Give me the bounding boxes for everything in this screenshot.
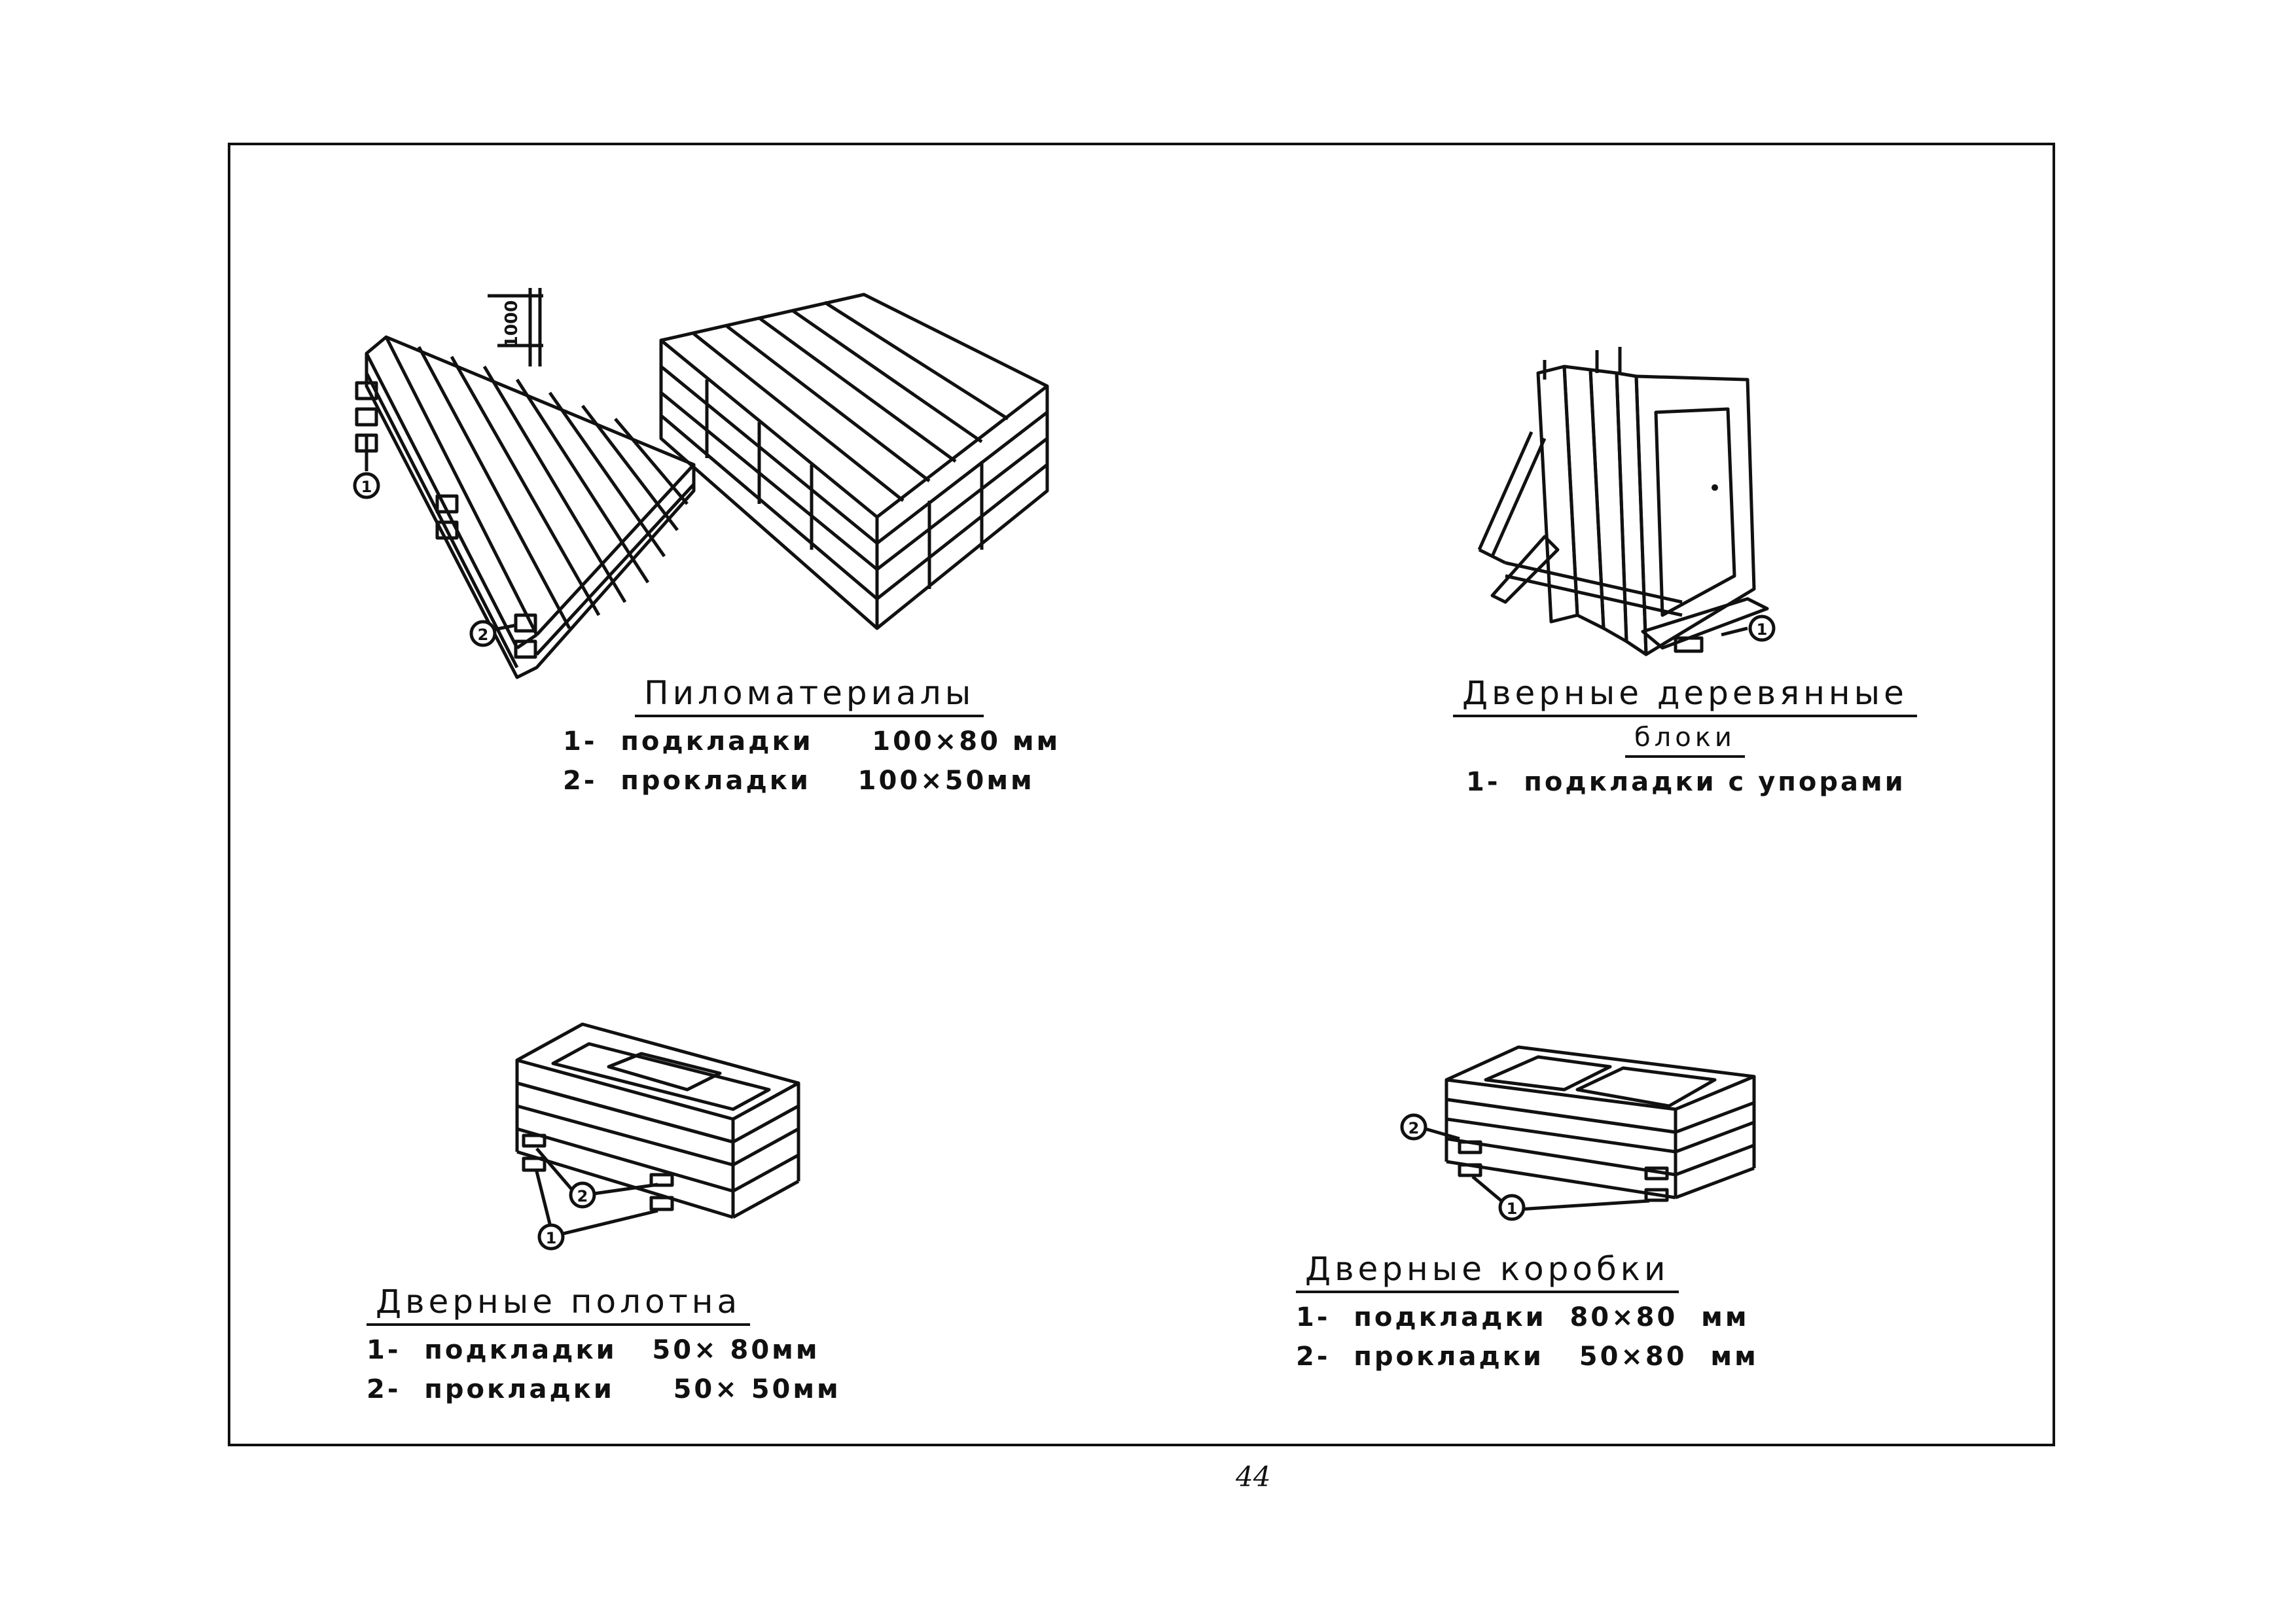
lumber-stack-right xyxy=(659,293,1049,630)
door-blocks-line-1: 1- подкладки с упорами xyxy=(1466,767,1906,797)
svg-text:1: 1 xyxy=(1757,620,1768,639)
lumber-dimension-label: 1000 xyxy=(502,300,522,348)
lumber-marker-1: 1 xyxy=(353,435,380,499)
door-frames-title: Дверные коробки xyxy=(1296,1250,1679,1293)
door-frames-caption: Дверные коробки 1- подкладки 80×80 мм 2-… xyxy=(1296,1250,1759,1372)
door-frames-line-2: 2- прокладки 50×80 мм xyxy=(1296,1342,1759,1372)
svg-text:2: 2 xyxy=(577,1187,588,1205)
door-leaves-drawing: 1 2 xyxy=(515,1022,800,1251)
lumber-stacks-drawing: 1000 1 2 xyxy=(353,288,1049,679)
door-blocks-caption: Дверные деревянные блоки 1- подкладки с … xyxy=(1453,674,1917,797)
lumber-line-2: 2- прокладки 100×50мм xyxy=(563,766,1035,796)
lumber-stack-left: 1000 xyxy=(355,288,696,679)
lumber-marker-2: 2 xyxy=(469,620,518,647)
door-leaves-line-1: 1- подкладки 50× 80мм xyxy=(367,1335,820,1365)
lumber-caption: Пиломатериалы 1- подкладки 100×80 мм 2- … xyxy=(563,674,1060,796)
door-blocks-title-line1: Дверные деревянные xyxy=(1453,674,1917,717)
door-block-panels xyxy=(1536,347,1756,656)
door-leaves-caption: Дверные полотна 1- подкладки 50× 80мм 2-… xyxy=(367,1283,841,1404)
lumber-line-1: 1- подкладки 100×80 мм xyxy=(563,726,1061,757)
door-frames-stack xyxy=(1444,1045,1756,1202)
svg-text:1: 1 xyxy=(546,1229,557,1247)
page-number: 44 xyxy=(1236,1461,1271,1493)
door-leaves-line-2: 2- прокладки 50× 50мм xyxy=(367,1374,841,1404)
svg-text:1: 1 xyxy=(361,478,372,496)
door-blocks-marker-1: 1 xyxy=(1721,615,1776,642)
door-leaves-title: Дверные полотна xyxy=(367,1283,751,1326)
door-leaves-marker-2: 2 xyxy=(535,1147,658,1209)
door-leaves-stack xyxy=(515,1022,800,1219)
door-frames-marker-1: 1 xyxy=(1471,1175,1650,1221)
door-frames-drawing: 1 2 xyxy=(1400,1045,1756,1221)
svg-text:1: 1 xyxy=(1507,1200,1518,1218)
svg-text:2: 2 xyxy=(1408,1119,1420,1137)
door-frames-line-1: 1- подкладки 80×80 мм xyxy=(1296,1302,1749,1332)
lumber-title: Пиломатериалы xyxy=(635,674,984,717)
door-blocks-title-line2: блоки xyxy=(1624,722,1745,758)
door-frames-marker-2: 2 xyxy=(1400,1113,1460,1141)
door-leaves-marker-1: 1 xyxy=(535,1171,658,1251)
door-blocks-drawing: 1 xyxy=(1477,347,1776,656)
drawing-frame xyxy=(228,143,2055,1446)
svg-text:2: 2 xyxy=(478,626,489,644)
